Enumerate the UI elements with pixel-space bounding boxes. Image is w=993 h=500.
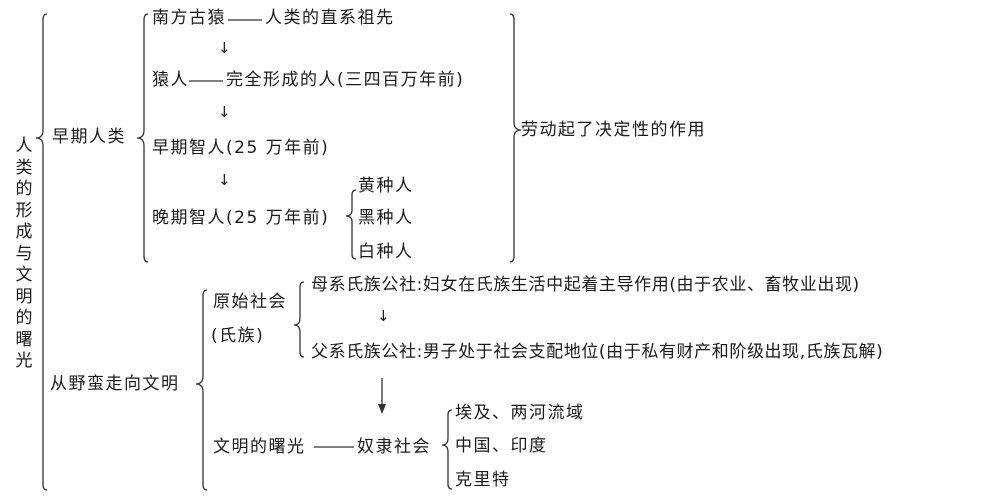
labor-conclusion: 劳动起了决定性的作用 (521, 120, 706, 140)
region-china-india: 中国、印度 (455, 436, 548, 456)
arrow-down-icon: ↓ (218, 103, 231, 121)
primitive-brace (293, 281, 305, 358)
arrow-down-icon: ↓ (218, 171, 231, 189)
conclusion-brace (509, 13, 522, 263)
civilization-label: 从野蛮走向文明 (50, 374, 180, 394)
root-brace (35, 13, 48, 491)
matrilineal-commune: 母系氏族公社:妇女在氏族生活中起着主导作用(由于农业、畜牧业出现) (311, 275, 860, 295)
dawn-of-civilization: 文明的曙光 (213, 437, 306, 457)
clan-label: (氏族) (211, 326, 265, 346)
arrow-down-icon: ↓ (377, 307, 390, 325)
patrilineal-commune: 父系氏族公社:男子处于社会支配地位(由于私有财产和阶级出现,氏族瓦解) (311, 342, 884, 362)
civilization-brace (195, 289, 208, 491)
stage-homo-erectus-desc: 完全形成的人(三四百万年前) (226, 70, 465, 90)
arrow-down-icon: ↓ (218, 39, 231, 57)
races-brace (345, 189, 357, 260)
race-yellow: 黄种人 (358, 176, 414, 196)
early-humans-brace (136, 13, 149, 263)
stage-homo-erectus: 猿人 (152, 70, 189, 90)
race-white: 白种人 (358, 242, 414, 262)
root-title: 人类的形成与文明的曙光 (15, 136, 33, 371)
long-arrow-head (378, 404, 386, 414)
regions-brace (441, 409, 453, 490)
slave-society: 奴隶社会 (357, 437, 431, 457)
race-black: 黑种人 (358, 208, 414, 228)
stage-australopithecus: 南方古猿 (152, 8, 226, 28)
stage-early-sapiens: 早期智人(25 万年前) (152, 138, 330, 158)
region-egypt-mesopotamia: 埃及、两河流域 (455, 403, 585, 423)
stage-australopithecus-desc: 人类的直系祖先 (265, 8, 395, 28)
early-humans-label: 早期人类 (52, 127, 126, 147)
region-crete: 克里特 (455, 470, 511, 490)
stage-late-sapiens: 晚期智人(25 万年前) (152, 208, 330, 228)
primitive-society-label: 原始社会 (213, 292, 287, 312)
